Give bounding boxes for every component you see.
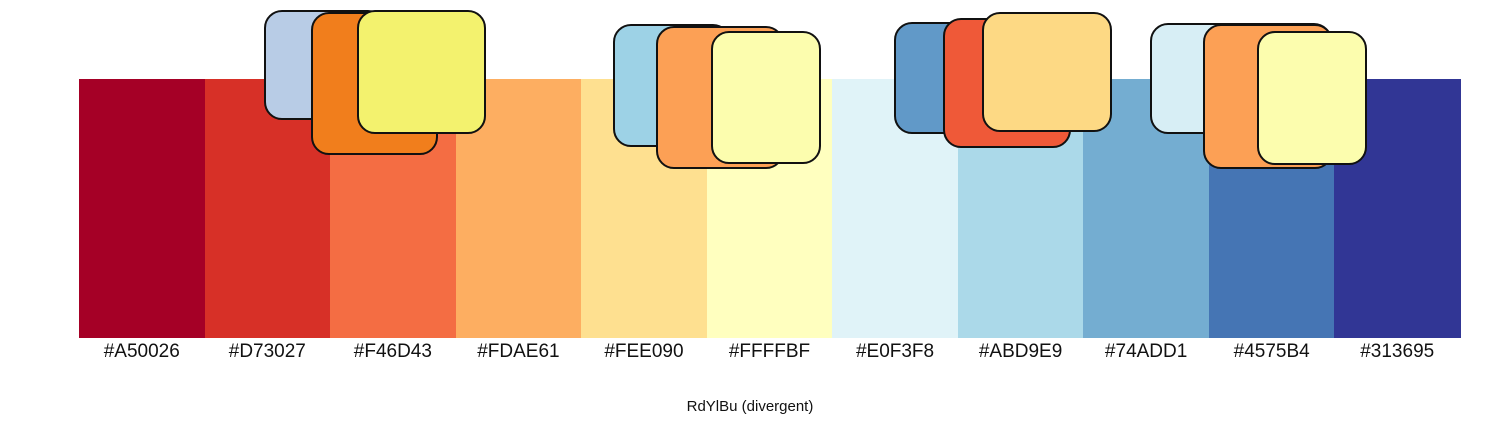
- color-swatch: [79, 79, 206, 338]
- hex-label: #ABD9E9: [978, 341, 1063, 362]
- hex-label: #FDAE61: [477, 341, 560, 362]
- hex-label: #313695: [1360, 341, 1435, 362]
- color-card: [982, 12, 1112, 132]
- hex-label: #4575B4: [1233, 341, 1310, 362]
- hex-label: #74ADD1: [1104, 341, 1188, 362]
- palette-caption: RdYlBu (divergent): [686, 398, 814, 415]
- hex-label: #D73027: [228, 341, 306, 362]
- color-swatch: [204, 79, 331, 338]
- hex-label: #FEE090: [604, 341, 684, 362]
- hex-label: #F46D43: [353, 341, 432, 362]
- palette-strip: [79, 79, 1461, 338]
- color-card: [1257, 31, 1367, 165]
- hex-label: #E0F3F8: [855, 341, 935, 362]
- hex-label: #A50026: [103, 341, 180, 362]
- hex-label: #FFFFBF: [728, 341, 811, 362]
- color-card: [711, 31, 821, 164]
- color-card: [357, 10, 486, 134]
